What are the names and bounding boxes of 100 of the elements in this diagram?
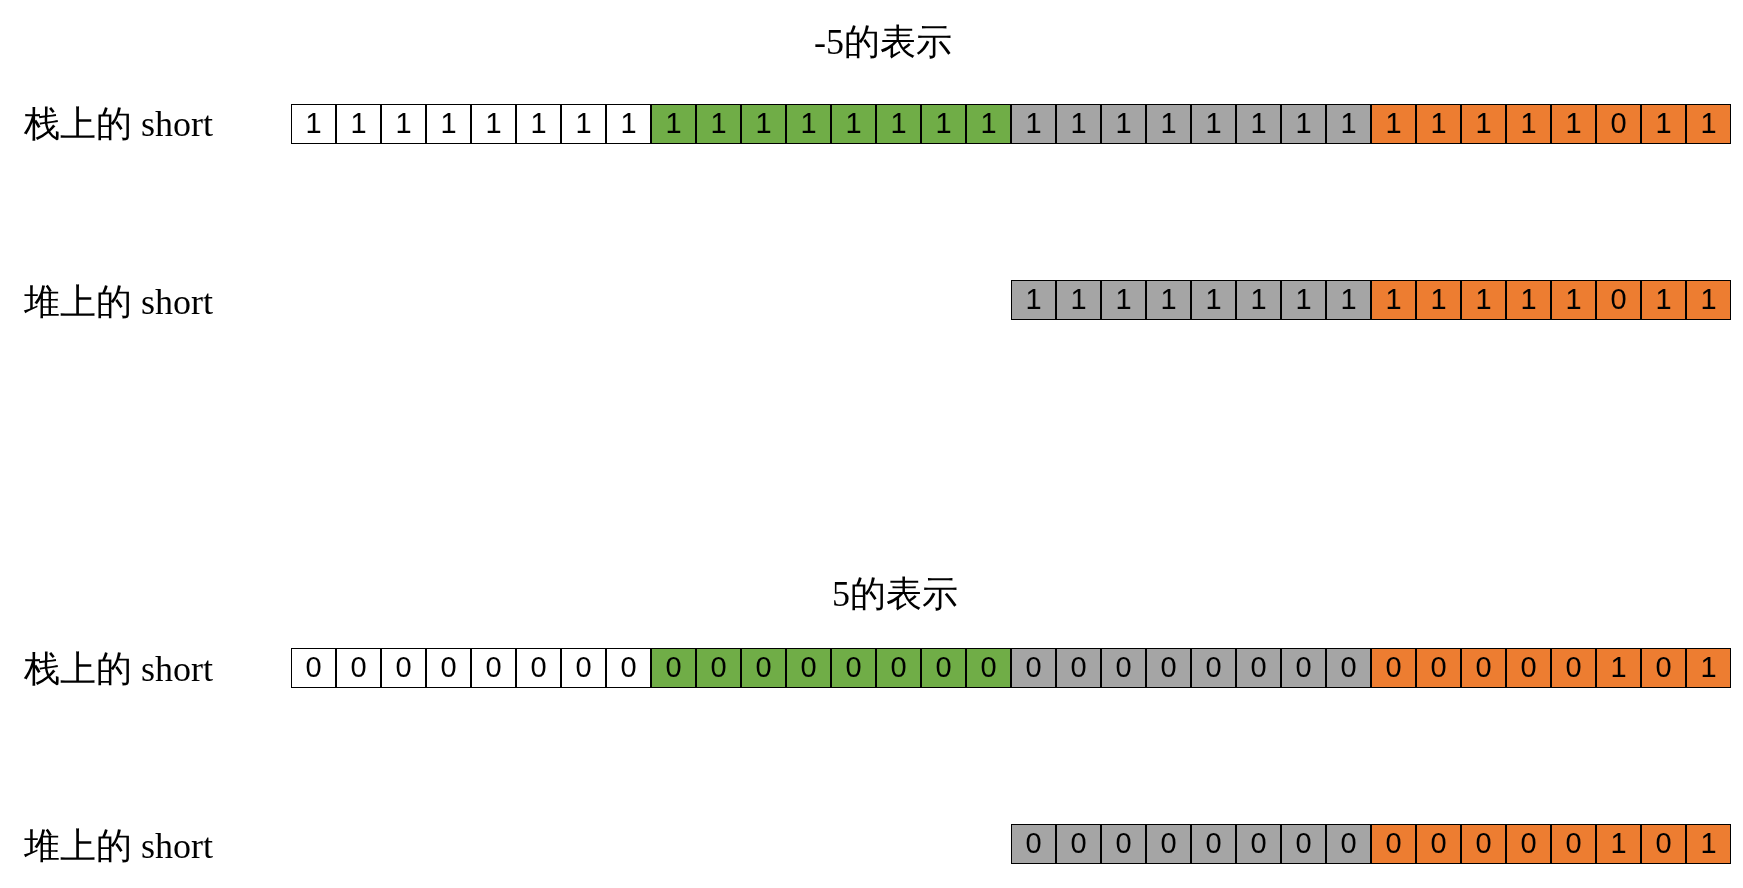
bit-cell: 1 — [831, 104, 876, 144]
bit-cell: 0 — [696, 648, 741, 688]
bit-cell: 0 — [1416, 648, 1461, 688]
bit-cell: 0 — [1056, 824, 1101, 864]
heading: 5的表示 — [832, 573, 958, 616]
bit-cell: 0 — [1011, 648, 1056, 688]
bit-cell: 0 — [1596, 280, 1641, 320]
bit-cell: 0 — [561, 648, 606, 688]
row-label: 栈上的 short — [24, 103, 213, 146]
bit-cell: 0 — [831, 648, 876, 688]
bit-cell: 0 — [1461, 824, 1506, 864]
bit-cell: 1 — [1146, 280, 1191, 320]
bit-cell: 1 — [1191, 280, 1236, 320]
row-label: 堆上的 short — [24, 281, 213, 324]
bit-cell: 1 — [876, 104, 921, 144]
bit-cell: 1 — [1641, 280, 1686, 320]
bit-cell: 1 — [1641, 104, 1686, 144]
bit-cell: 1 — [1371, 280, 1416, 320]
row-label: 堆上的 short — [24, 825, 213, 868]
bit-cell: 1 — [606, 104, 651, 144]
bit-cell: 1 — [336, 104, 381, 144]
bit-cell: 0 — [1281, 648, 1326, 688]
bit-cell: 1 — [1056, 280, 1101, 320]
bit-cell: 1 — [1101, 104, 1146, 144]
bit-cell: 1 — [1326, 280, 1371, 320]
bit-cell: 1 — [1551, 104, 1596, 144]
bit-cell: 1 — [381, 104, 426, 144]
bit-cell: 1 — [1146, 104, 1191, 144]
bit-cell: 1 — [696, 104, 741, 144]
bit-cell: 0 — [1236, 648, 1281, 688]
bit-cell: 1 — [651, 104, 696, 144]
bit-cell: 0 — [1416, 824, 1461, 864]
bit-cell: 0 — [741, 648, 786, 688]
bit-cell: 1 — [561, 104, 606, 144]
bit-cell: 0 — [1191, 648, 1236, 688]
bit-cell: 1 — [1416, 104, 1461, 144]
bit-cell: 0 — [1641, 824, 1686, 864]
bit-cell: 1 — [1326, 104, 1371, 144]
bit-cell: 0 — [1641, 648, 1686, 688]
bit-cell: 0 — [336, 648, 381, 688]
bit-cell: 0 — [1371, 824, 1416, 864]
bit-cell: 1 — [1011, 104, 1056, 144]
bit-cell: 0 — [1551, 648, 1596, 688]
bit-cell: 1 — [1371, 104, 1416, 144]
bit-cell: 1 — [1191, 104, 1236, 144]
bit-cell: 1 — [1686, 280, 1731, 320]
bit-cell: 1 — [1686, 104, 1731, 144]
bit-cell: 1 — [1461, 104, 1506, 144]
bit-cell: 1 — [1461, 280, 1506, 320]
bit-cell: 1 — [1506, 104, 1551, 144]
bit-cell: 0 — [291, 648, 336, 688]
bit-cell: 1 — [1236, 280, 1281, 320]
bit-cell: 1 — [1416, 280, 1461, 320]
bit-cell: 0 — [1551, 824, 1596, 864]
bit-cell: 1 — [291, 104, 336, 144]
bit-cell: 1 — [1596, 824, 1641, 864]
bit-cell: 0 — [651, 648, 696, 688]
bit-cell: 0 — [1506, 824, 1551, 864]
bit-cell: 1 — [1551, 280, 1596, 320]
heading: -5的表示 — [814, 21, 952, 64]
bit-cell: 0 — [1281, 824, 1326, 864]
bit-cell: 1 — [1281, 104, 1326, 144]
bit-cell: 0 — [1371, 648, 1416, 688]
bit-cell: 1 — [1506, 280, 1551, 320]
bit-cell: 0 — [426, 648, 471, 688]
bit-cell: 0 — [1011, 824, 1056, 864]
bit-cell: 0 — [1146, 824, 1191, 864]
bit-cell: 0 — [1461, 648, 1506, 688]
bit-cell: 0 — [921, 648, 966, 688]
bit-cell: 1 — [426, 104, 471, 144]
bit-cell: 0 — [1101, 824, 1146, 864]
bit-cell: 1 — [786, 104, 831, 144]
bit-cell: 1 — [471, 104, 516, 144]
bit-cell: 1 — [1101, 280, 1146, 320]
bit-cell: 0 — [1146, 648, 1191, 688]
bit-cell: 0 — [381, 648, 426, 688]
bit-cell: 1 — [1011, 280, 1056, 320]
bit-cell: 1 — [741, 104, 786, 144]
bit-cell: 1 — [1281, 280, 1326, 320]
bit-cell: 1 — [1596, 648, 1641, 688]
bit-cell: 0 — [1056, 648, 1101, 688]
bit-cell: 0 — [786, 648, 831, 688]
bit-cell: 1 — [1056, 104, 1101, 144]
bit-cell: 0 — [471, 648, 516, 688]
bit-cell: 1 — [516, 104, 561, 144]
bit-cell: 1 — [921, 104, 966, 144]
bit-cell: 0 — [1191, 824, 1236, 864]
row-label: 栈上的 short — [24, 648, 213, 691]
bit-cell: 0 — [1326, 824, 1371, 864]
bit-cell: 0 — [1236, 824, 1281, 864]
bit-cell: 0 — [1506, 648, 1551, 688]
bit-cell: 0 — [606, 648, 651, 688]
bit-cell: 1 — [1686, 824, 1731, 864]
bit-cell: 0 — [1101, 648, 1146, 688]
bit-cell: 1 — [1236, 104, 1281, 144]
bit-cell: 1 — [966, 104, 1011, 144]
bit-cell: 0 — [966, 648, 1011, 688]
bit-cell: 0 — [516, 648, 561, 688]
bit-cell: 1 — [1686, 648, 1731, 688]
bit-cell: 0 — [1596, 104, 1641, 144]
